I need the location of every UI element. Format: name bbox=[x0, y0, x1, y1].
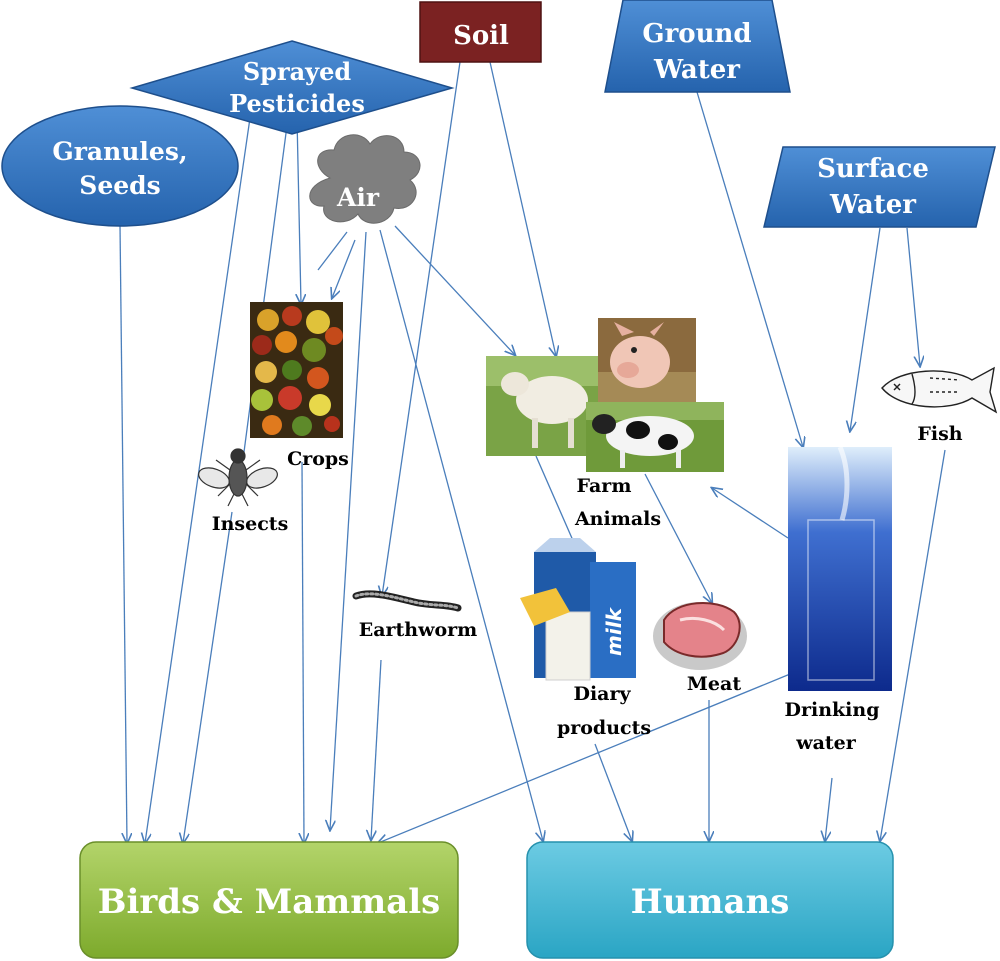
arrow-pesticides-to-crops bbox=[297, 117, 301, 304]
surface-water-node: Surface Water bbox=[763, 146, 996, 228]
ground-water-node: Ground Water bbox=[604, 0, 791, 93]
crops-photo bbox=[250, 302, 343, 438]
pig-photo bbox=[598, 318, 696, 402]
humans-label: Humans bbox=[631, 882, 790, 922]
air-node: Air bbox=[309, 134, 421, 224]
arrow-earthworm-to-birds bbox=[371, 659, 382, 840]
insects-label: Insects bbox=[212, 513, 289, 535]
diary-label-2: products bbox=[557, 717, 651, 739]
granules-label-1: Granules, bbox=[52, 137, 187, 166]
arrow-crops-to-birds bbox=[302, 461, 304, 843]
drinking-label-1: Drinking bbox=[785, 699, 880, 721]
surface-water-label-2: Water bbox=[829, 190, 916, 220]
water-glass-photo bbox=[788, 446, 892, 691]
meat-icon bbox=[653, 602, 747, 670]
arrow-insects-to-birds bbox=[183, 511, 233, 843]
arrow-granules-to-birds bbox=[119, 224, 127, 843]
ground-water-label-1: Ground bbox=[642, 19, 751, 49]
arrow-drinking-to-farm-animals bbox=[712, 488, 789, 539]
milk-carton-text: milk bbox=[602, 606, 626, 656]
granules-label-2: Seeds bbox=[79, 171, 160, 200]
arrow-pesticides-to-birds bbox=[145, 117, 251, 843]
arrow-farm-to-meat bbox=[644, 473, 712, 603]
granules-seeds-node: Granules, Seeds bbox=[1, 105, 239, 227]
humans-box: Humans bbox=[526, 841, 894, 959]
ground-water-label-2: Water bbox=[653, 55, 740, 85]
arrow-drinking-to-humans bbox=[825, 777, 833, 841]
arrow-fish-to-humans bbox=[880, 449, 946, 841]
arrow-diary-to-humans bbox=[594, 743, 632, 841]
fly-icon bbox=[198, 448, 278, 507]
diary-label-1: Diary bbox=[573, 683, 631, 705]
birds-mammals-box: Birds & Mammals bbox=[79, 841, 459, 959]
air-label: Air bbox=[336, 183, 380, 212]
farm-animals-label-2: Animals bbox=[574, 508, 661, 530]
arrow-air-to-birds bbox=[330, 231, 367, 830]
pesticides-label-2: Pesticides bbox=[229, 89, 365, 118]
arrow-surface-to-drinking bbox=[850, 227, 881, 431]
meat-label: Meat bbox=[687, 673, 741, 695]
arrow-soil-to-farm-animals bbox=[489, 61, 556, 356]
farm-animals-label-1: Farm bbox=[577, 475, 632, 497]
cow-photo bbox=[586, 402, 724, 472]
earthworm-icon bbox=[352, 590, 462, 612]
soil-label: Soil bbox=[453, 21, 509, 51]
milk-cheese-photo: milk bbox=[520, 538, 636, 681]
fish-icon bbox=[881, 366, 998, 414]
arrow-groundwater-to-drinking bbox=[696, 91, 803, 447]
arrow-farm-to-diary bbox=[535, 455, 578, 552]
arrow-air-to-crops-1 bbox=[332, 239, 356, 298]
arrow-drinking-to-birds bbox=[378, 671, 796, 843]
arrows bbox=[119, 61, 946, 843]
earthworm-label: Earthworm bbox=[359, 619, 478, 641]
fish-label: Fish bbox=[917, 423, 962, 445]
arrow-air-to-humans bbox=[379, 229, 543, 841]
arrow-air-to-farm-animals bbox=[394, 225, 515, 355]
birds-mammals-label: Birds & Mammals bbox=[98, 882, 441, 922]
soil-node: Soil bbox=[419, 1, 542, 63]
sheep-photo bbox=[486, 356, 600, 456]
arrow-soil-to-earthworm bbox=[382, 61, 461, 596]
arrow-surface-to-fish bbox=[906, 227, 920, 366]
crops-label: Crops bbox=[287, 448, 349, 470]
sprayed-pesticides-node: Sprayed Pesticides bbox=[129, 40, 455, 135]
arrow-air-to-crops-2 bbox=[317, 231, 348, 271]
drinking-label-2: water bbox=[795, 732, 857, 754]
pesticides-label-1: Sprayed bbox=[243, 57, 352, 86]
surface-water-label-1: Surface bbox=[817, 154, 929, 184]
